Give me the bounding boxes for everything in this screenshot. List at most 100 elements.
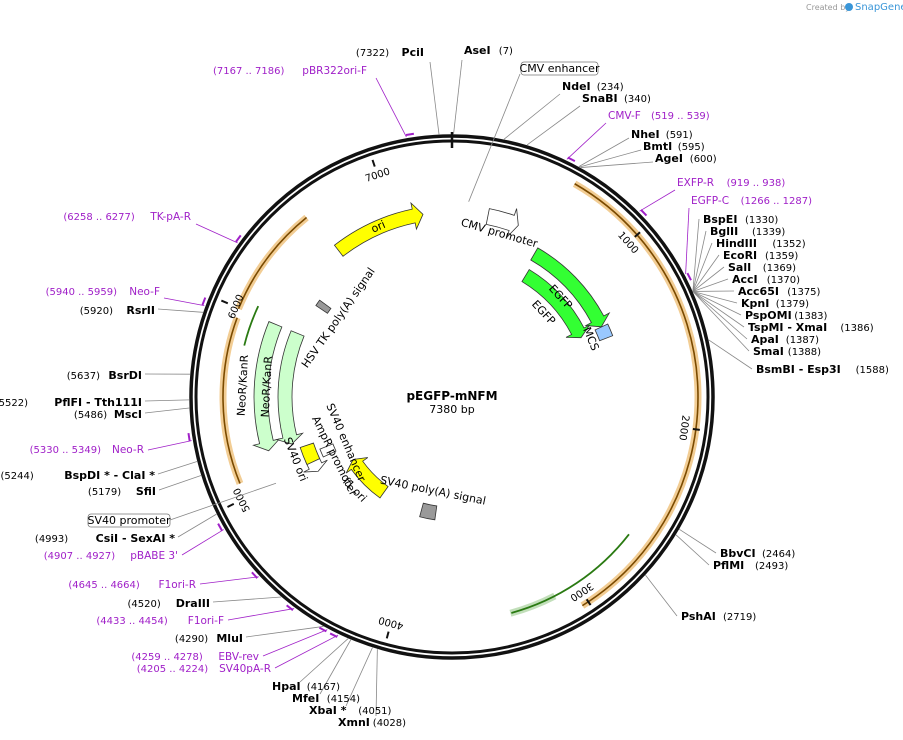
primer-label-7: pBABE 3'(4907 .. 4927) bbox=[44, 550, 178, 562]
site-name: TspMI - XmaI bbox=[748, 321, 827, 334]
site-name: SalI bbox=[728, 261, 751, 274]
site-pos: (4520) bbox=[128, 599, 161, 610]
boxed-feature-frame bbox=[520, 61, 599, 76]
site-label-32: MscI(5486) bbox=[74, 408, 142, 421]
site-name: PshAI bbox=[681, 610, 716, 623]
primer-mark-11 bbox=[329, 632, 338, 638]
feature-neor-kanr-9 bbox=[252, 321, 283, 452]
plasmid-name: pEGFP-mNFM bbox=[406, 389, 497, 403]
site-leader-24 bbox=[345, 647, 373, 707]
site-name: KpnI bbox=[741, 297, 769, 310]
feature-sv40-ori-7 bbox=[299, 442, 321, 466]
site-label-25: MfeI(4154) bbox=[292, 692, 360, 705]
primer-pos: (4433 .. 4454) bbox=[96, 616, 168, 627]
site-leader-10 bbox=[692, 254, 720, 292]
tick-mark-6000 bbox=[220, 299, 229, 305]
orf-line-2 bbox=[222, 317, 241, 484]
primer-name: EBV-rev bbox=[218, 651, 259, 663]
site-pos: (1369) bbox=[763, 263, 796, 274]
primer-label-6: Neo-R(5330 .. 5349) bbox=[30, 444, 144, 456]
tick-mark-3000 bbox=[585, 598, 592, 606]
feature-sv40-enhancer-8 bbox=[319, 443, 337, 458]
site-label-34: BsrDI (5637) bbox=[67, 369, 142, 382]
primer-name: Neo-F bbox=[129, 286, 160, 298]
site-leader-20 bbox=[679, 528, 717, 554]
site-pos: (1359) bbox=[765, 251, 798, 262]
feature-mcs-2 bbox=[594, 323, 614, 342]
site-pos: (4167) bbox=[307, 682, 340, 693]
primer-mark-0 bbox=[405, 132, 415, 136]
primer-name: TK-pA-R bbox=[149, 211, 191, 223]
feature-label-11: HSV TK poly(A) signal bbox=[299, 265, 378, 370]
site-label-20: BbvCI(2464) bbox=[720, 547, 795, 560]
site-leader-18 bbox=[692, 291, 750, 352]
site-label-18: SmaI(1388) bbox=[753, 345, 821, 358]
site-leader-17 bbox=[692, 291, 748, 340]
site-leader-30 bbox=[158, 475, 202, 491]
site-leader-0 bbox=[429, 61, 440, 135]
site-label-26: HpaI(4167) bbox=[272, 680, 340, 693]
site-pos: (1588) bbox=[856, 365, 889, 376]
tick-label-6000: 6000 bbox=[227, 293, 247, 321]
primer-mark-6 bbox=[187, 432, 191, 442]
feature-neor-kanr-10 bbox=[275, 330, 305, 445]
site-leader-5 bbox=[579, 149, 642, 168]
site-label-7: BspEI(1330) bbox=[703, 213, 778, 226]
primer-pos: (5330 .. 5349) bbox=[30, 445, 102, 456]
site-leader-1 bbox=[453, 59, 463, 135]
primer-leader-11 bbox=[274, 634, 339, 669]
site-pos: (600) bbox=[690, 154, 717, 165]
site-name: NdeI bbox=[562, 80, 591, 93]
site-label-24: XbaI *(4051) bbox=[309, 704, 392, 717]
credit-prefix: Created by bbox=[806, 3, 850, 12]
site-label-23: XmnI(4028) bbox=[338, 716, 406, 729]
site-label-14: KpnI(1379) bbox=[741, 297, 809, 310]
site-pos: (2719) bbox=[723, 612, 756, 623]
primer-mark-9 bbox=[286, 604, 294, 611]
feature-egfp-1 bbox=[530, 247, 611, 328]
primer-pos: (7167 .. 7186) bbox=[213, 66, 285, 77]
site-name: AgeI bbox=[655, 152, 683, 165]
primer-pos: (4645 .. 4664) bbox=[68, 580, 140, 591]
site-name: MscI bbox=[114, 408, 142, 421]
site-leader-25 bbox=[319, 639, 352, 695]
orf-green-line-2 bbox=[243, 305, 260, 346]
primer-mark-10 bbox=[318, 626, 327, 633]
site-label-10: EcoRI(1359) bbox=[723, 249, 798, 262]
site-name: NheI bbox=[631, 128, 660, 141]
site-label-8: BglII(1339) bbox=[710, 225, 785, 238]
site-label-5: BmtI(595) bbox=[643, 140, 705, 153]
site-name: ApaI bbox=[751, 333, 779, 346]
primer-label-11: SV40pA-R(4205 .. 4224) bbox=[137, 663, 271, 675]
site-label-3: SnaBI(340) bbox=[582, 92, 651, 105]
site-label-19: BsmBI - Esp3I(1588) bbox=[756, 363, 889, 376]
site-label-9: HindIII(1352) bbox=[716, 237, 806, 250]
primer-leader-0 bbox=[375, 77, 407, 138]
site-pos: (1388) bbox=[788, 347, 821, 358]
site-name: BsrDI bbox=[108, 369, 142, 382]
site-name: BspDI * - ClaI * bbox=[64, 469, 155, 482]
site-leader-21 bbox=[675, 534, 710, 566]
primer-leader-6 bbox=[147, 440, 192, 451]
primer-label-3: EGFP-C(1266 .. 1287) bbox=[691, 195, 812, 207]
site-label-12: AccI(1370) bbox=[732, 273, 800, 286]
site-label-2: NdeI(234) bbox=[562, 80, 624, 93]
site-leader-19 bbox=[708, 339, 753, 370]
site-name: PciI bbox=[402, 46, 424, 59]
primer-pos: (4907 .. 4927) bbox=[44, 551, 116, 562]
primer-mark-7 bbox=[217, 523, 223, 532]
orf-line-0 bbox=[574, 183, 699, 607]
site-name: BmtI bbox=[643, 140, 672, 153]
primer-label-0: pBR322ori-F(7167 .. 7186) bbox=[213, 65, 367, 77]
tick-mark-7000 bbox=[371, 159, 376, 167]
site-leader-33 bbox=[144, 399, 190, 402]
site-pos: (1386) bbox=[840, 323, 873, 334]
site-pos: (5637) bbox=[67, 371, 100, 382]
site-pos: (5920) bbox=[80, 306, 113, 317]
primer-name: EXFP-R bbox=[677, 177, 714, 189]
tick-label-7000: 7000 bbox=[364, 166, 392, 185]
feature-arrows bbox=[252, 201, 614, 521]
primer-pos: (4259 .. 4278) bbox=[131, 652, 203, 663]
site-name: XmnI bbox=[338, 716, 370, 729]
boxed-feature-1: SV40 promoter bbox=[87, 513, 171, 528]
